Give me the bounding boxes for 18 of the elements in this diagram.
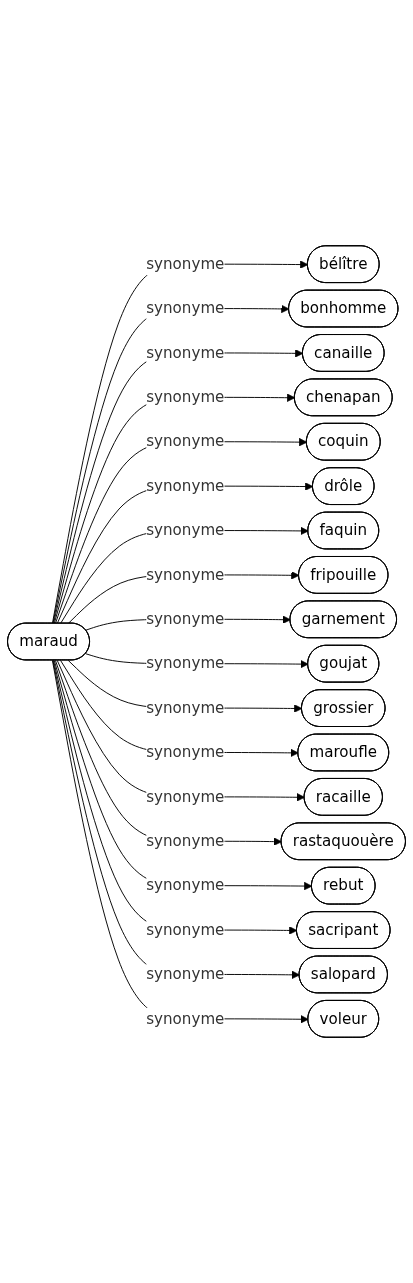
edge-label: synonyme: [146, 565, 225, 584]
edge-label: synonyme: [146, 743, 225, 761]
edge-label: synonyme: [146, 698, 225, 717]
edge-label: synonyme: [146, 432, 225, 451]
edge-label: synonyme: [146, 521, 225, 540]
edge-label: synonyme: [146, 787, 225, 806]
edge-label: synonyme: [146, 654, 225, 673]
edge-label: synonyme: [146, 254, 225, 273]
edge-label: synonyme: [146, 876, 225, 895]
edge-label: synonyme: [146, 299, 225, 318]
edge-label: synonyme: [146, 920, 225, 939]
edge-label: synonyme: [146, 476, 225, 495]
edge-label: synonyme: [146, 1009, 225, 1028]
edge-label: synonyme: [146, 387, 225, 406]
edge-label: synonyme: [146, 831, 225, 850]
edge-label: synonyme: [146, 343, 225, 362]
edge-label: synonyme: [146, 965, 225, 983]
edge-label: synonyme: [146, 609, 225, 628]
